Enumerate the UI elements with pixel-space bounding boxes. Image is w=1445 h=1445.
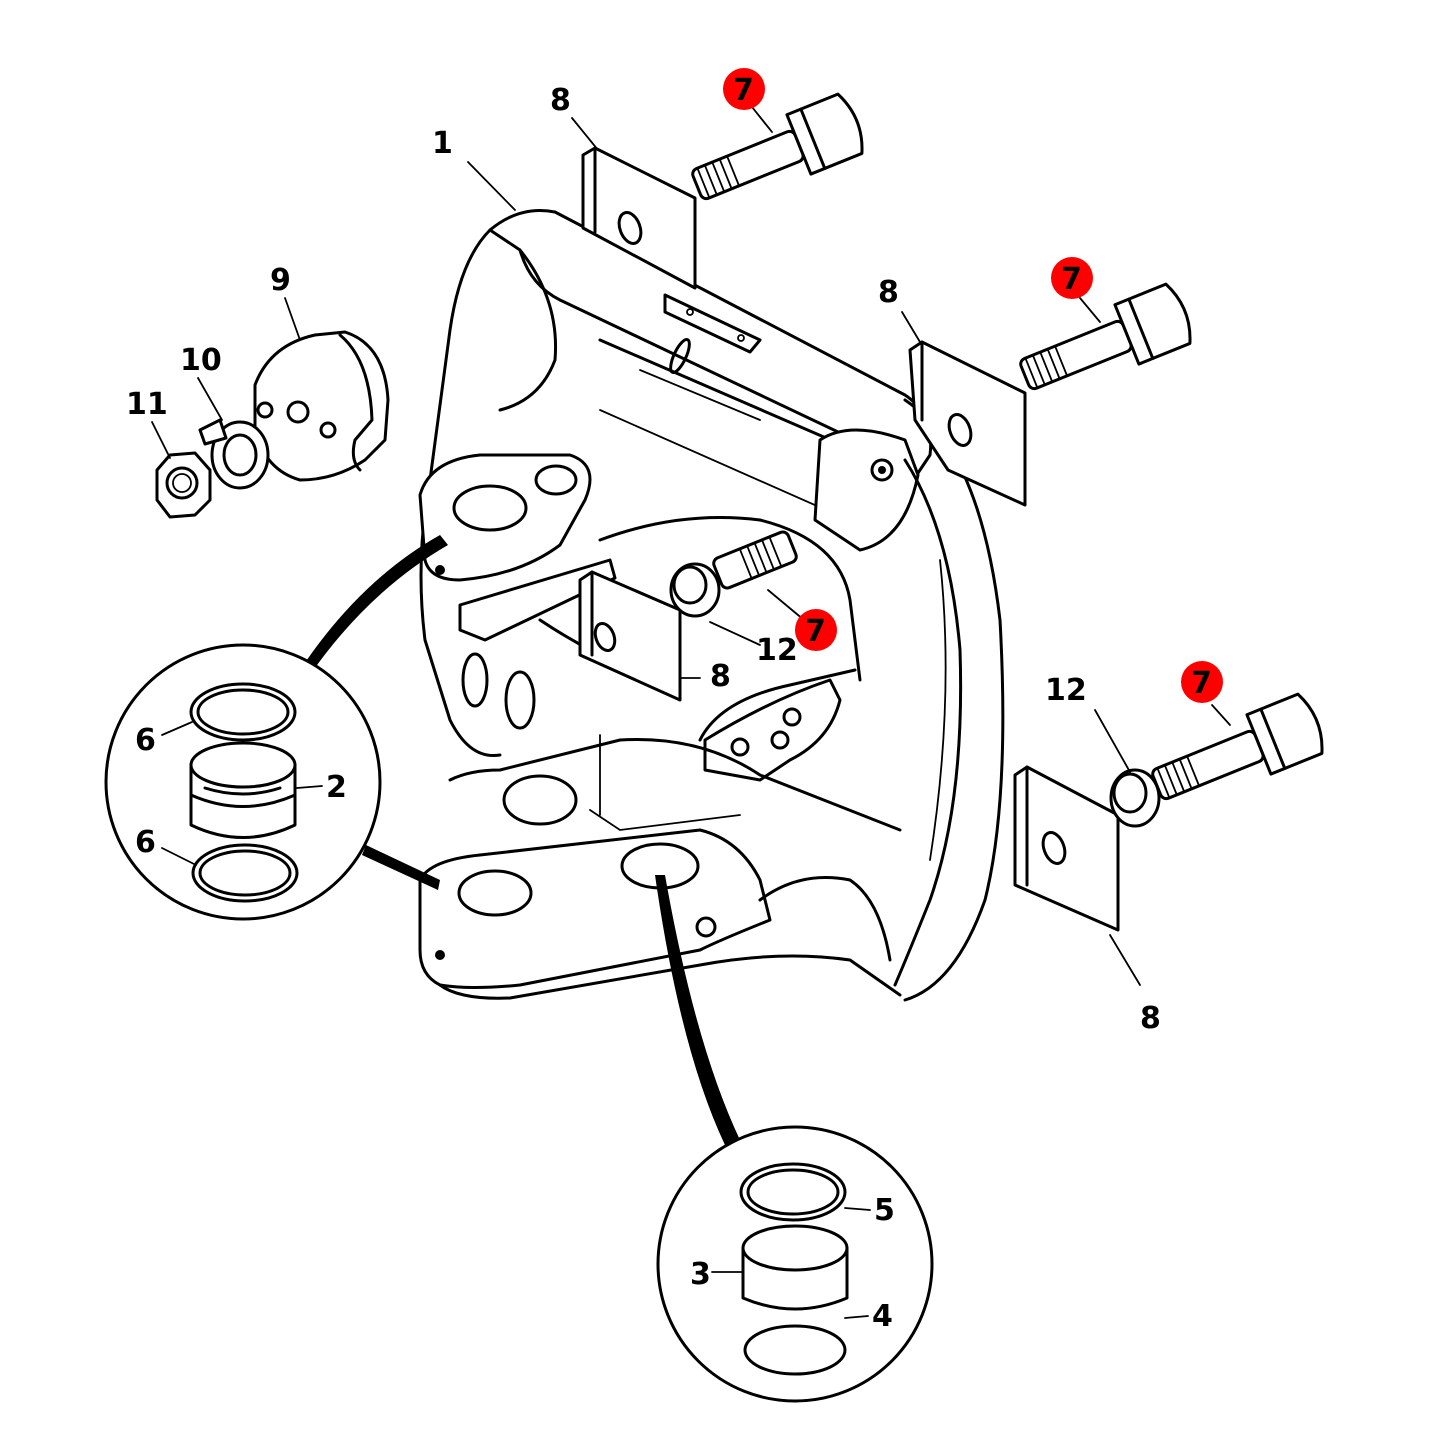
callout-8-middle: 8 [710,659,731,694]
callout-5: 5 [874,1193,895,1228]
callout-8-top-left: 8 [550,83,571,118]
callout-labels: 1 2 3 4 5 6 6 7 7 7 7 8 8 8 8 9 10 11 12… [126,73,1212,1334]
callout-11: 11 [126,387,168,422]
callout-7-middle: 7 [805,614,826,649]
highlight-dot-7d [1181,661,1223,703]
bolt-top [691,92,864,201]
callout-6-upper: 6 [135,723,156,758]
washer-lower-right [1109,768,1161,828]
callout-1: 1 [432,126,453,161]
bolt-lower-right [1151,692,1324,801]
callout-12-middle: 12 [756,633,798,668]
highlight-dot-7b [1051,257,1093,299]
callout-10: 10 [180,343,222,378]
plate-bottom-right [1013,765,1120,932]
callout-7-lower-right: 7 [1191,666,1212,701]
callout-6-lower: 6 [135,825,156,860]
detail-circle-bushing-3 [656,1125,934,1403]
highlight-dot-7c [795,609,837,651]
plate-top-left [581,146,697,290]
end-cap [253,330,390,482]
main-bracket [418,208,1005,1002]
callout-3: 3 [690,1257,711,1292]
detail-circle-bushing-2 [104,643,382,921]
callout-7-top: 7 [733,73,754,108]
washer-middle [669,562,721,618]
bolt-middle-stud [712,530,798,590]
hex-nut [155,451,212,519]
detail-leaders [300,535,740,1145]
callout-9: 9 [270,263,291,298]
callout-12-lower-right: 12 [1045,673,1087,708]
bolt-upper-right [1019,282,1192,391]
callout-8-bottom-right: 8 [1140,1001,1161,1036]
callout-4: 4 [872,1299,893,1334]
highlight-markers [723,68,1223,703]
plate-top-right [908,340,1027,507]
callout-8-top-right: 8 [878,275,899,310]
plate-middle [578,570,682,702]
highlight-dot-7a [723,68,765,110]
tab-washer [198,418,270,490]
callout-7-upper-right: 7 [1061,262,1082,297]
callout-2: 2 [326,770,347,805]
